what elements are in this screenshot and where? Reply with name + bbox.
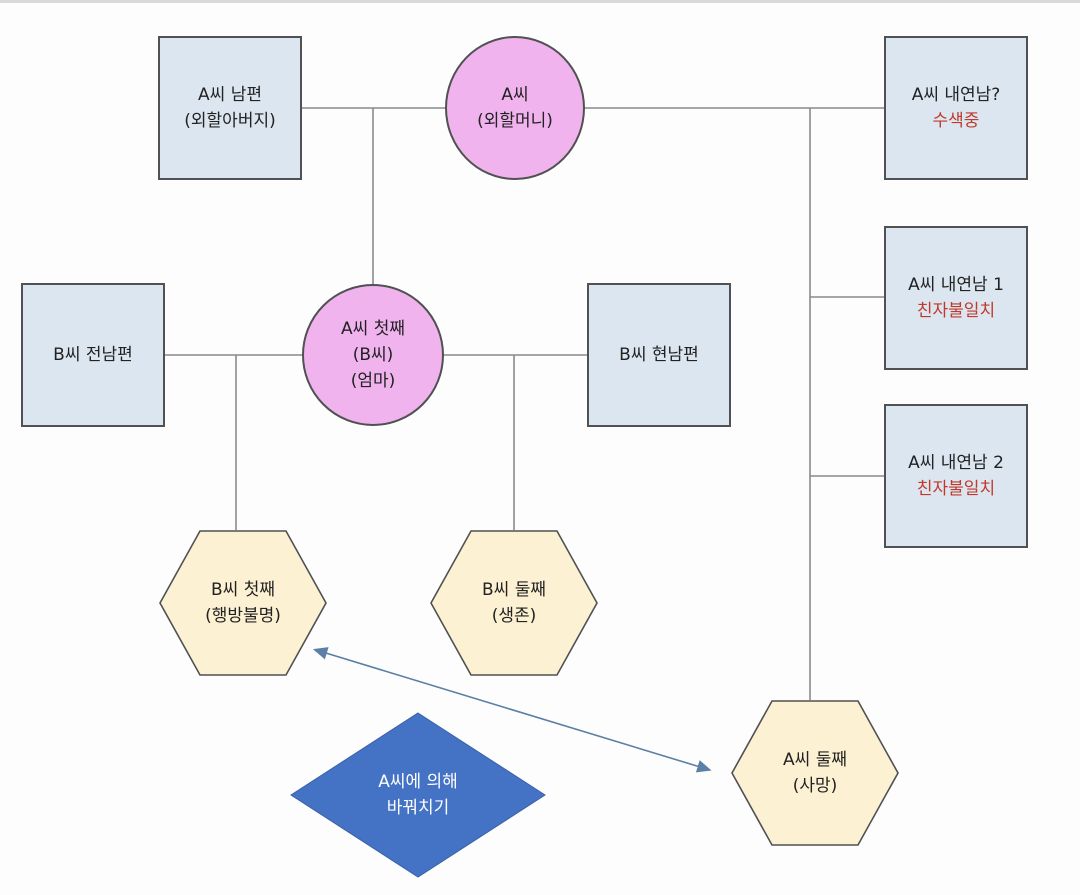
node-b-ex-husband: B씨 전남편	[21, 283, 165, 427]
node-sublabel: (엄마)	[350, 371, 396, 391]
node-label: A씨 첫째	[341, 319, 405, 339]
node-status: 친자불일치	[916, 479, 996, 499]
node-label: B씨 현남편	[619, 345, 699, 365]
hexagon-shape	[159, 530, 327, 676]
node-b-first-child: B씨 첫째 (행방불명)	[158, 530, 328, 676]
node-a-husband: A씨 남편 (외할아버지)	[158, 36, 302, 180]
node-a-lover-unknown: A씨 내연남? 수색중	[884, 36, 1028, 180]
node-a-lover-1: A씨 내연남 1 친자불일치	[884, 226, 1028, 370]
node-sublabel: (사망)	[792, 776, 838, 796]
node-label: A씨 내연남 1	[908, 275, 1004, 295]
node-label: A씨	[501, 85, 529, 105]
node-label: A씨에 의해	[378, 772, 458, 792]
node-label: A씨 내연남?	[911, 85, 1001, 105]
node-label: B씨 첫째	[211, 580, 275, 600]
node-status: 수색중	[932, 111, 980, 131]
top-border	[0, 0, 1080, 3]
diamond-shape	[290, 712, 546, 878]
swap-arrow	[312, 647, 712, 773]
node-label: A씨 내연남 2	[908, 453, 1004, 473]
node-sublabel: (외할아버지)	[184, 111, 276, 131]
node-sublabel: (행방불명)	[205, 606, 281, 626]
node-b-second-child: B씨 둘째 (생존)	[429, 530, 599, 676]
node-b-current-husband: B씨 현남편	[587, 283, 731, 427]
node-sublabel: (외할머니)	[477, 111, 553, 131]
node-a-second-child: A씨 둘째 (사망)	[730, 700, 900, 846]
node-label: A씨 남편	[198, 85, 262, 105]
node-a-first-child: A씨 첫째 (B씨) (엄마)	[302, 284, 444, 426]
hexagon-shape	[430, 530, 598, 676]
hexagon-shape	[731, 700, 899, 846]
node-sublabel: 바꿔치기	[386, 798, 450, 818]
node-sublabel: (생존)	[491, 606, 537, 626]
node-sublabel: (B씨)	[352, 345, 394, 365]
node-label: B씨 전남편	[53, 345, 133, 365]
node-a: A씨 (외할머니)	[445, 36, 585, 180]
node-status: 친자불일치	[916, 301, 996, 321]
node-label: A씨 둘째	[783, 750, 847, 770]
node-swap-note: A씨에 의해 바꿔치기	[290, 712, 546, 878]
node-label: B씨 둘째	[482, 580, 546, 600]
node-a-lover-2: A씨 내연남 2 친자불일치	[884, 404, 1028, 548]
